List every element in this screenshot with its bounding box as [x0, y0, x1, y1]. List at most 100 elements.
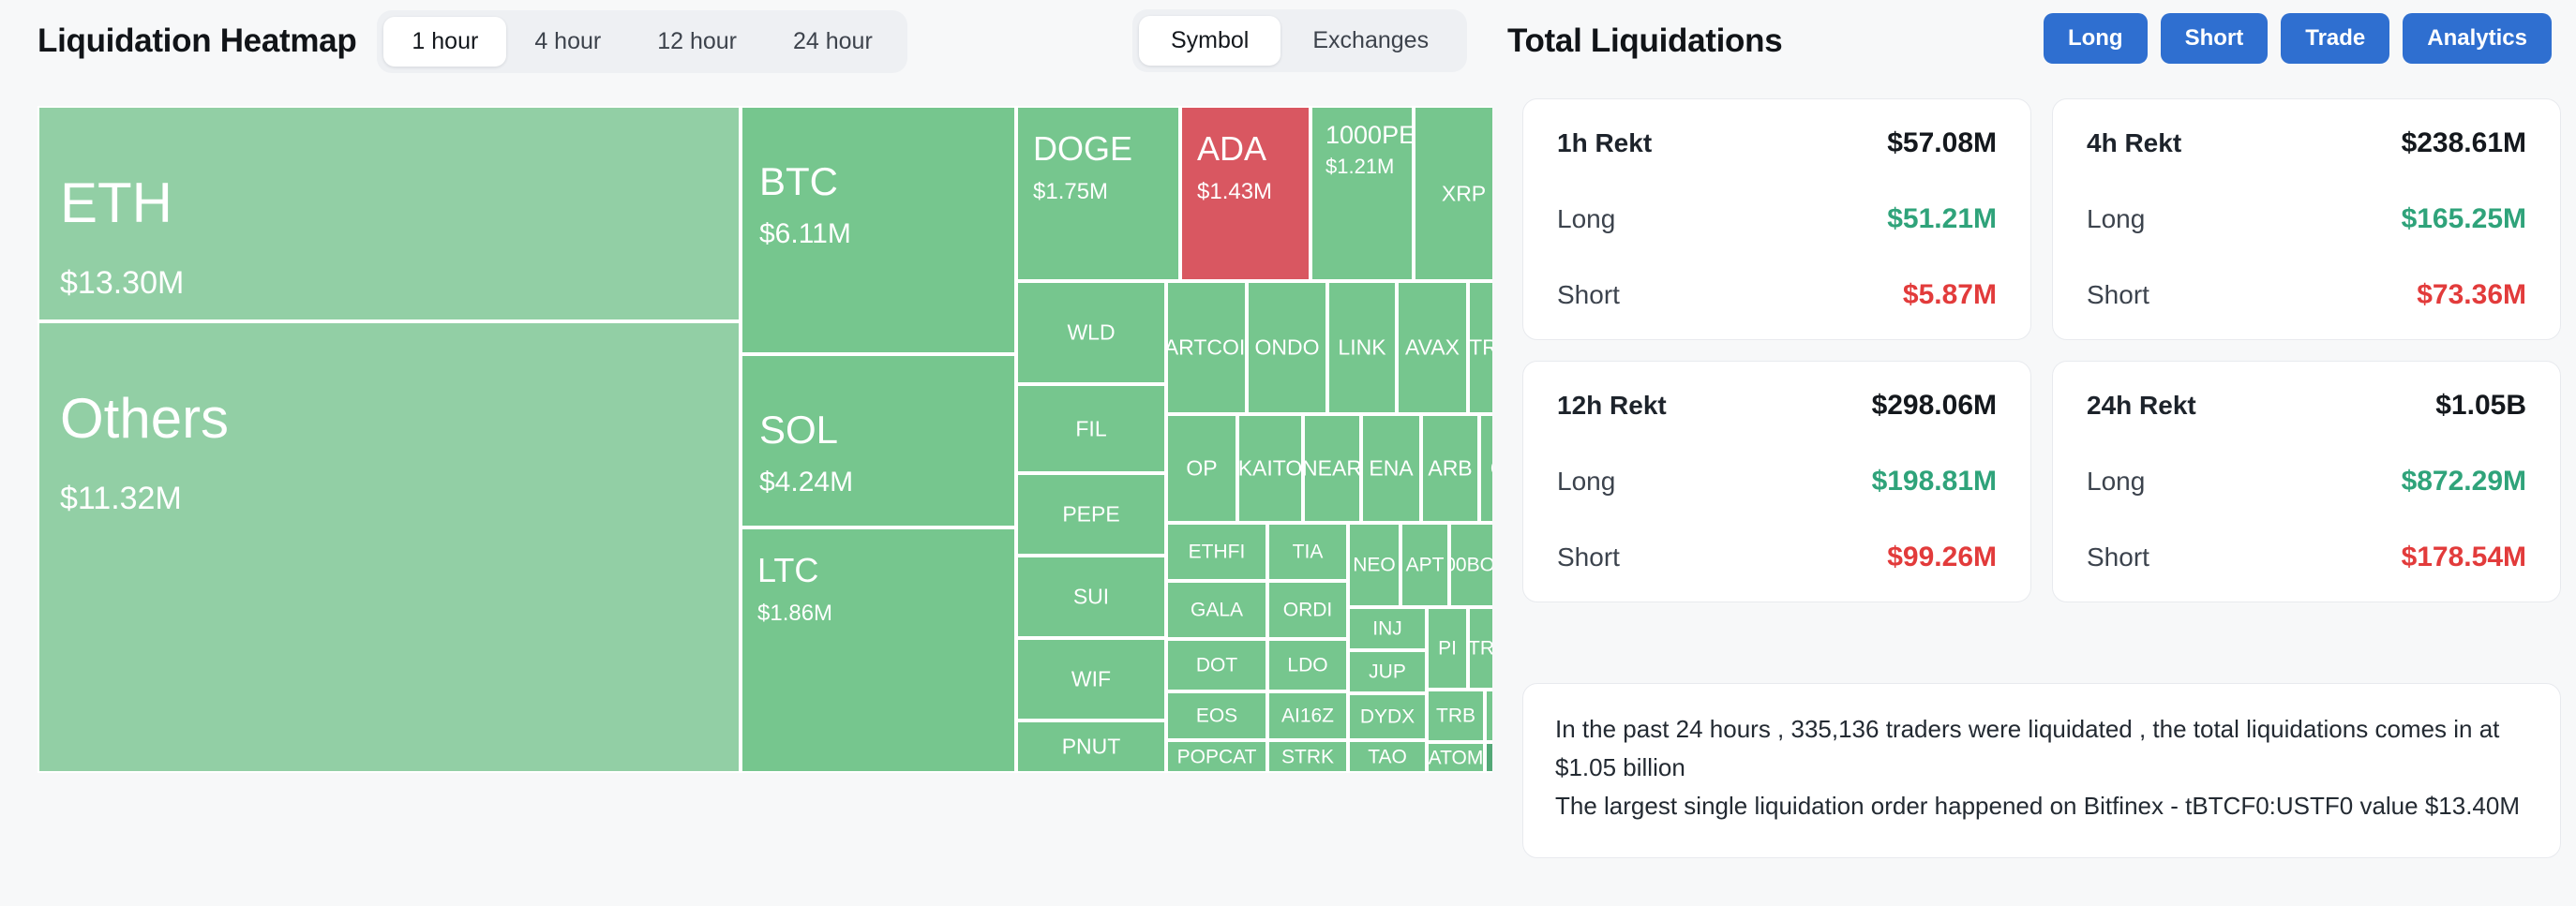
trade-button[interactable]: Trade — [2281, 13, 2390, 64]
treemap-tile-symbol: EOS — [1195, 705, 1238, 727]
treemap-tile-inj[interactable]: INJ$0.25M — [1348, 607, 1427, 650]
treemap-tile-kaito[interactable]: KAITO$0.46M — [1237, 414, 1303, 523]
timeframe-option-1-hour[interactable]: 1 hour — [383, 16, 507, 67]
treemap-tile-btc[interactable]: BTC$6.11M — [741, 106, 1016, 354]
grouping-option-symbol[interactable]: Symbol — [1139, 16, 1281, 66]
grouping-option-exchanges[interactable]: Exchanges — [1312, 27, 1430, 53]
rekt-short-row: Short$73.36M — [2087, 279, 2526, 311]
treemap-tile-symbol: JUP — [1369, 661, 1406, 683]
treemap-tile-1000bonk[interactable]: 1000BONK$0.30M — [1449, 523, 1492, 607]
grouping-segmented-control[interactable]: Symbol Exchanges — [1132, 9, 1468, 72]
treemap-tile-near[interactable]: NEAR$0.44M — [1303, 414, 1361, 523]
timeframe-option-4-hour[interactable]: 4 hour — [534, 27, 602, 54]
treemap-tile-ethfi[interactable]: ETHFI$0.35M — [1166, 523, 1267, 581]
treemap-tile-dydx[interactable]: DYDX$0.15M — [1348, 693, 1427, 740]
treemap-tile-symbol: WLD — [1067, 319, 1116, 345]
long-button[interactable]: Long — [2043, 13, 2148, 64]
rekt-total-row: 24h Rekt$1.05B — [2087, 390, 2526, 422]
treemap-tile-tao[interactable]: TAO$0.09M — [1348, 740, 1427, 773]
treemap-tile-value: $1.21M — [1325, 155, 1395, 178]
treemap-tile-trb[interactable]: TRB$0.14M — [1427, 690, 1485, 742]
treemap-tile-symbol: ENA — [1369, 455, 1414, 481]
rekt-short-label: Short — [2087, 280, 2149, 309]
treemap-tile-pepe[interactable]: PEPE$0.37M — [1016, 473, 1166, 556]
rekt-long-row: Long$165.25M — [2087, 203, 2526, 235]
treemap-tile-avax[interactable]: AVAX$0.56M — [1397, 281, 1468, 414]
treemap-tile-arb[interactable]: ARB$0.40M — [1421, 414, 1479, 523]
rekt-short-label: Short — [1557, 280, 1620, 309]
treemap-tile-value: $6.11M — [759, 218, 851, 249]
timeframe-segmented-control[interactable]: 1 hour 4 hour 12 hour 24 hour — [377, 9, 907, 73]
treemap-tile-symbol: 1000BONK — [1451, 554, 1492, 576]
short-button[interactable]: Short — [2160, 13, 2269, 64]
treemap-tile-fil[interactable]: FIL$0.50M — [1016, 384, 1166, 473]
treemap-tile-trump[interactable]: TRUMP$0.53M — [1468, 281, 1492, 414]
treemap-tile-xrp[interactable]: XRP$1.09M — [1414, 106, 1492, 281]
summary-line-2: The largest single liquidation order hap… — [1555, 792, 2521, 821]
treemap-tile-pi[interactable]: PI$0.24M — [1427, 607, 1468, 690]
treemap-tile-ape[interactable]: APE$0.13M — [1485, 690, 1492, 742]
treemap-tile-symbol: ATOM — [1428, 747, 1484, 768]
rekt-total-value: $57.08M — [1887, 127, 1997, 158]
treemap-tile-value: $1.43M — [1197, 179, 1273, 204]
treemap-tile-tia[interactable]: TIA$0.34M — [1267, 523, 1348, 581]
analytics-button[interactable]: Analytics — [2403, 13, 2552, 64]
treemap-tile-value: $13.30M — [60, 265, 185, 301]
treemap-tile-doge[interactable]: DOGE$1.75M — [1016, 106, 1180, 281]
treemap-tile-ltc[interactable]: LTC$1.86M — [741, 527, 1016, 773]
treemap-tile-ondo[interactable]: ONDO$0.64M — [1247, 281, 1327, 414]
treemap-tile-ada[interactable]: ADA$1.43M — [1180, 106, 1310, 281]
treemap-tile-sui[interactable]: SUI$0.28M — [1016, 556, 1166, 638]
treemap-tile-dot[interactable]: DOT$0.20M — [1166, 639, 1267, 691]
treemap-tile-ena[interactable]: ENA$0.42M — [1361, 414, 1421, 523]
treemap-tile-gala[interactable]: GALA$0.27M — [1166, 581, 1267, 639]
summary-line-1: In the past 24 hours , 335,136 traders w… — [1555, 715, 2500, 782]
treemap-tile-bnb[interactable]: BNB$0.07M — [1485, 742, 1492, 773]
rekt-long-label: Long — [1557, 204, 1616, 233]
treemap-tile-popcat[interactable]: POPCAT$0.11M — [1166, 740, 1267, 773]
treemap-tile-ai16z[interactable]: AI16Z$0.16M — [1267, 691, 1348, 740]
treemap-tile-symbol: ONDO — [1254, 334, 1320, 360]
treemap-tile-jup[interactable]: JUP$0.18M — [1348, 650, 1427, 693]
treemap-tile-neo[interactable]: NEO$0.32M — [1348, 523, 1400, 607]
treemap-tile-pnut[interactable]: PNUT$0.12M — [1016, 720, 1166, 773]
rekt-long-value: $51.21M — [1887, 203, 1997, 234]
treemap-tile-symbol: XRP — [1441, 181, 1487, 205]
treemap-tile-ldo[interactable]: LDO$0.19M — [1267, 639, 1348, 691]
treemap-tile-symbol: SUI — [1072, 584, 1110, 609]
treemap-tile-link[interactable]: LINK$0.60M — [1327, 281, 1397, 414]
treemap-tile-symbol: SOL — [759, 408, 839, 452]
treemap-tile-atom[interactable]: ATOM$0.08M — [1427, 742, 1485, 773]
treemap-tile-trx[interactable]: TRX$0.23M — [1468, 607, 1492, 690]
rekt-short-value: $178.54M — [2401, 542, 2526, 572]
treemap-tile-value: $11.32M — [60, 481, 182, 516]
rekt-total-row: 4h Rekt$238.61M — [2087, 127, 2526, 159]
rekt-total-row: 1h Rekt$57.08M — [1557, 127, 1997, 159]
treemap-tile-1000pepe[interactable]: 1000PEPE$1.21M — [1310, 106, 1414, 281]
treemap-tile-gps[interactable]: GPS$0.38M — [1479, 414, 1492, 523]
treemap-tile-apt[interactable]: APT$0.31M — [1400, 523, 1449, 607]
treemap-tile-sol[interactable]: SOL$4.24M — [741, 354, 1016, 527]
treemap-tile-ordi[interactable]: ORDI$0.26M — [1267, 581, 1348, 639]
treemap-tile-strk[interactable]: STRK$0.10M — [1267, 740, 1348, 773]
timeframe-option-12-hour[interactable]: 12 hour — [657, 27, 737, 54]
treemap-tile-fartcoin[interactable]: FARTCOIN$0.68M — [1166, 281, 1247, 414]
treemap-tile-eos[interactable]: EOS$0.17M — [1166, 691, 1267, 740]
treemap-tile-symbol: DOGE — [1033, 129, 1133, 168]
treemap-tile-eth[interactable]: ETH$13.30M — [37, 106, 741, 321]
treemap-tile-wld[interactable]: WLD$0.72M — [1016, 281, 1166, 384]
treemap-tile-symbol: STRK — [1281, 746, 1335, 767]
treemap-tile-wif[interactable]: WIF$0.21M — [1016, 638, 1166, 720]
rekt-short-row: Short$99.26M — [1557, 542, 1997, 573]
treemap-tile-op[interactable]: OP$0.48M — [1166, 414, 1237, 523]
timeframe-option-24-hour[interactable]: 24 hour — [793, 27, 873, 54]
treemap-tile-others[interactable]: Others$11.32M — [37, 321, 741, 773]
treemap-tile-symbol: GALA — [1190, 599, 1244, 621]
